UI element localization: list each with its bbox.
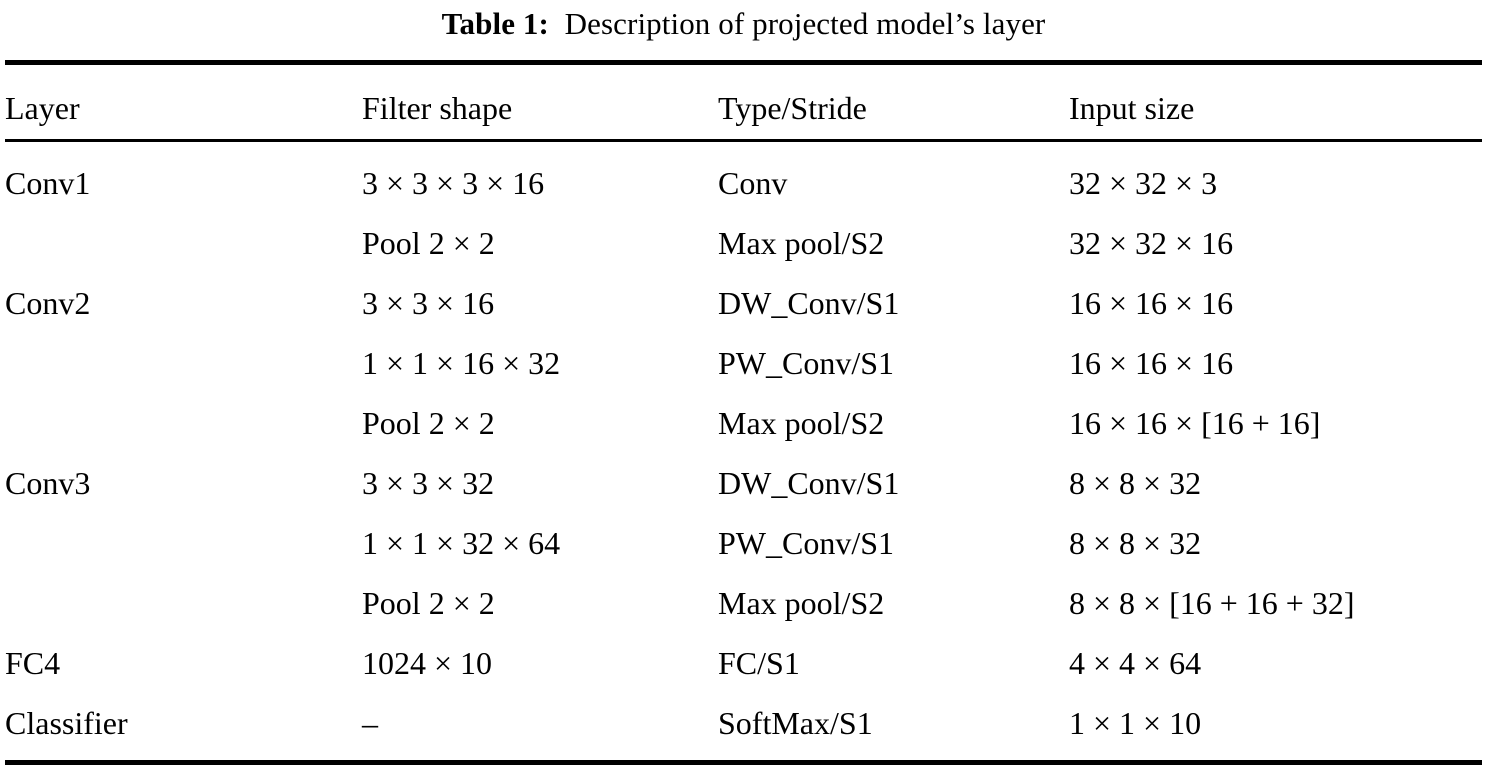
table-cell-filter-shape: Pool 2 × 2 xyxy=(362,585,495,621)
table-cell-type-stride: Conv xyxy=(718,165,788,201)
table-cell-type-stride: DW_Conv/S1 xyxy=(718,465,900,501)
table-cell-input-size: 16 × 16 × 16 xyxy=(1069,345,1234,381)
table-rule-bottom xyxy=(5,760,1482,765)
column-header-layer: Layer xyxy=(5,90,80,126)
table-cell-layer: Conv3 xyxy=(5,465,91,501)
table-cell-filter-shape: 3 × 3 × 16 xyxy=(362,285,495,321)
table-caption: Table 1: Description of projected model’… xyxy=(0,2,1487,46)
table-rule-header xyxy=(5,139,1482,142)
table-cell-input-size: 8 × 8 × 32 xyxy=(1069,525,1202,561)
column-header-filter-shape: Filter shape xyxy=(362,90,513,126)
table-cell-type-stride: FC/S1 xyxy=(718,645,800,681)
table-cell-filter-shape: 1 × 1 × 16 × 32 xyxy=(362,345,561,381)
table-cell-input-size: 4 × 4 × 64 xyxy=(1069,645,1202,681)
table-cell-input-size: 8 × 8 × 32 xyxy=(1069,465,1202,501)
table-cell-layer: Classifier xyxy=(5,705,128,741)
table-cell-type-stride: Max pool/S2 xyxy=(718,405,885,441)
table-caption-body: Description of projected model’s layer xyxy=(564,6,1046,41)
table-cell-filter-shape: – xyxy=(362,705,378,741)
table-cell-input-size: 8 × 8 × [16 + 16 + 32] xyxy=(1069,585,1355,621)
table-rule-top xyxy=(5,60,1482,65)
column-header-type-stride: Type/Stride xyxy=(718,90,867,126)
table-cell-filter-shape: 1024 × 10 xyxy=(362,645,493,681)
table-cell-layer: Conv2 xyxy=(5,285,91,321)
table-cell-type-stride: PW_Conv/S1 xyxy=(718,525,895,561)
table-cell-input-size: 32 × 32 × 3 xyxy=(1069,165,1218,201)
column-header-input-size: Input size xyxy=(1069,90,1195,126)
table-caption-label: Table 1: xyxy=(441,6,549,41)
table-cell-filter-shape: Pool 2 × 2 xyxy=(362,225,495,261)
table-cell-type-stride: PW_Conv/S1 xyxy=(718,345,895,381)
table-cell-input-size: 16 × 16 × 16 xyxy=(1069,285,1234,321)
table-cell-filter-shape: 3 × 3 × 32 xyxy=(362,465,495,501)
table-cell-filter-shape: 1 × 1 × 32 × 64 xyxy=(362,525,561,561)
table-cell-type-stride: DW_Conv/S1 xyxy=(718,285,900,321)
table-cell-filter-shape: Pool 2 × 2 xyxy=(362,405,495,441)
table-cell-input-size: 32 × 32 × 16 xyxy=(1069,225,1234,261)
table-cell-type-stride: Max pool/S2 xyxy=(718,585,885,621)
table-cell-input-size: 1 × 1 × 10 xyxy=(1069,705,1202,741)
table-cell-type-stride: SoftMax/S1 xyxy=(718,705,873,741)
table-cell-type-stride: Max pool/S2 xyxy=(718,225,885,261)
table-caption-text xyxy=(549,6,565,41)
table-cell-layer: Conv1 xyxy=(5,165,91,201)
table-cell-input-size: 16 × 16 × [16 + 16] xyxy=(1069,405,1321,441)
table-cell-filter-shape: 3 × 3 × 3 × 16 xyxy=(362,165,545,201)
table-cell-layer: FC4 xyxy=(5,645,61,681)
